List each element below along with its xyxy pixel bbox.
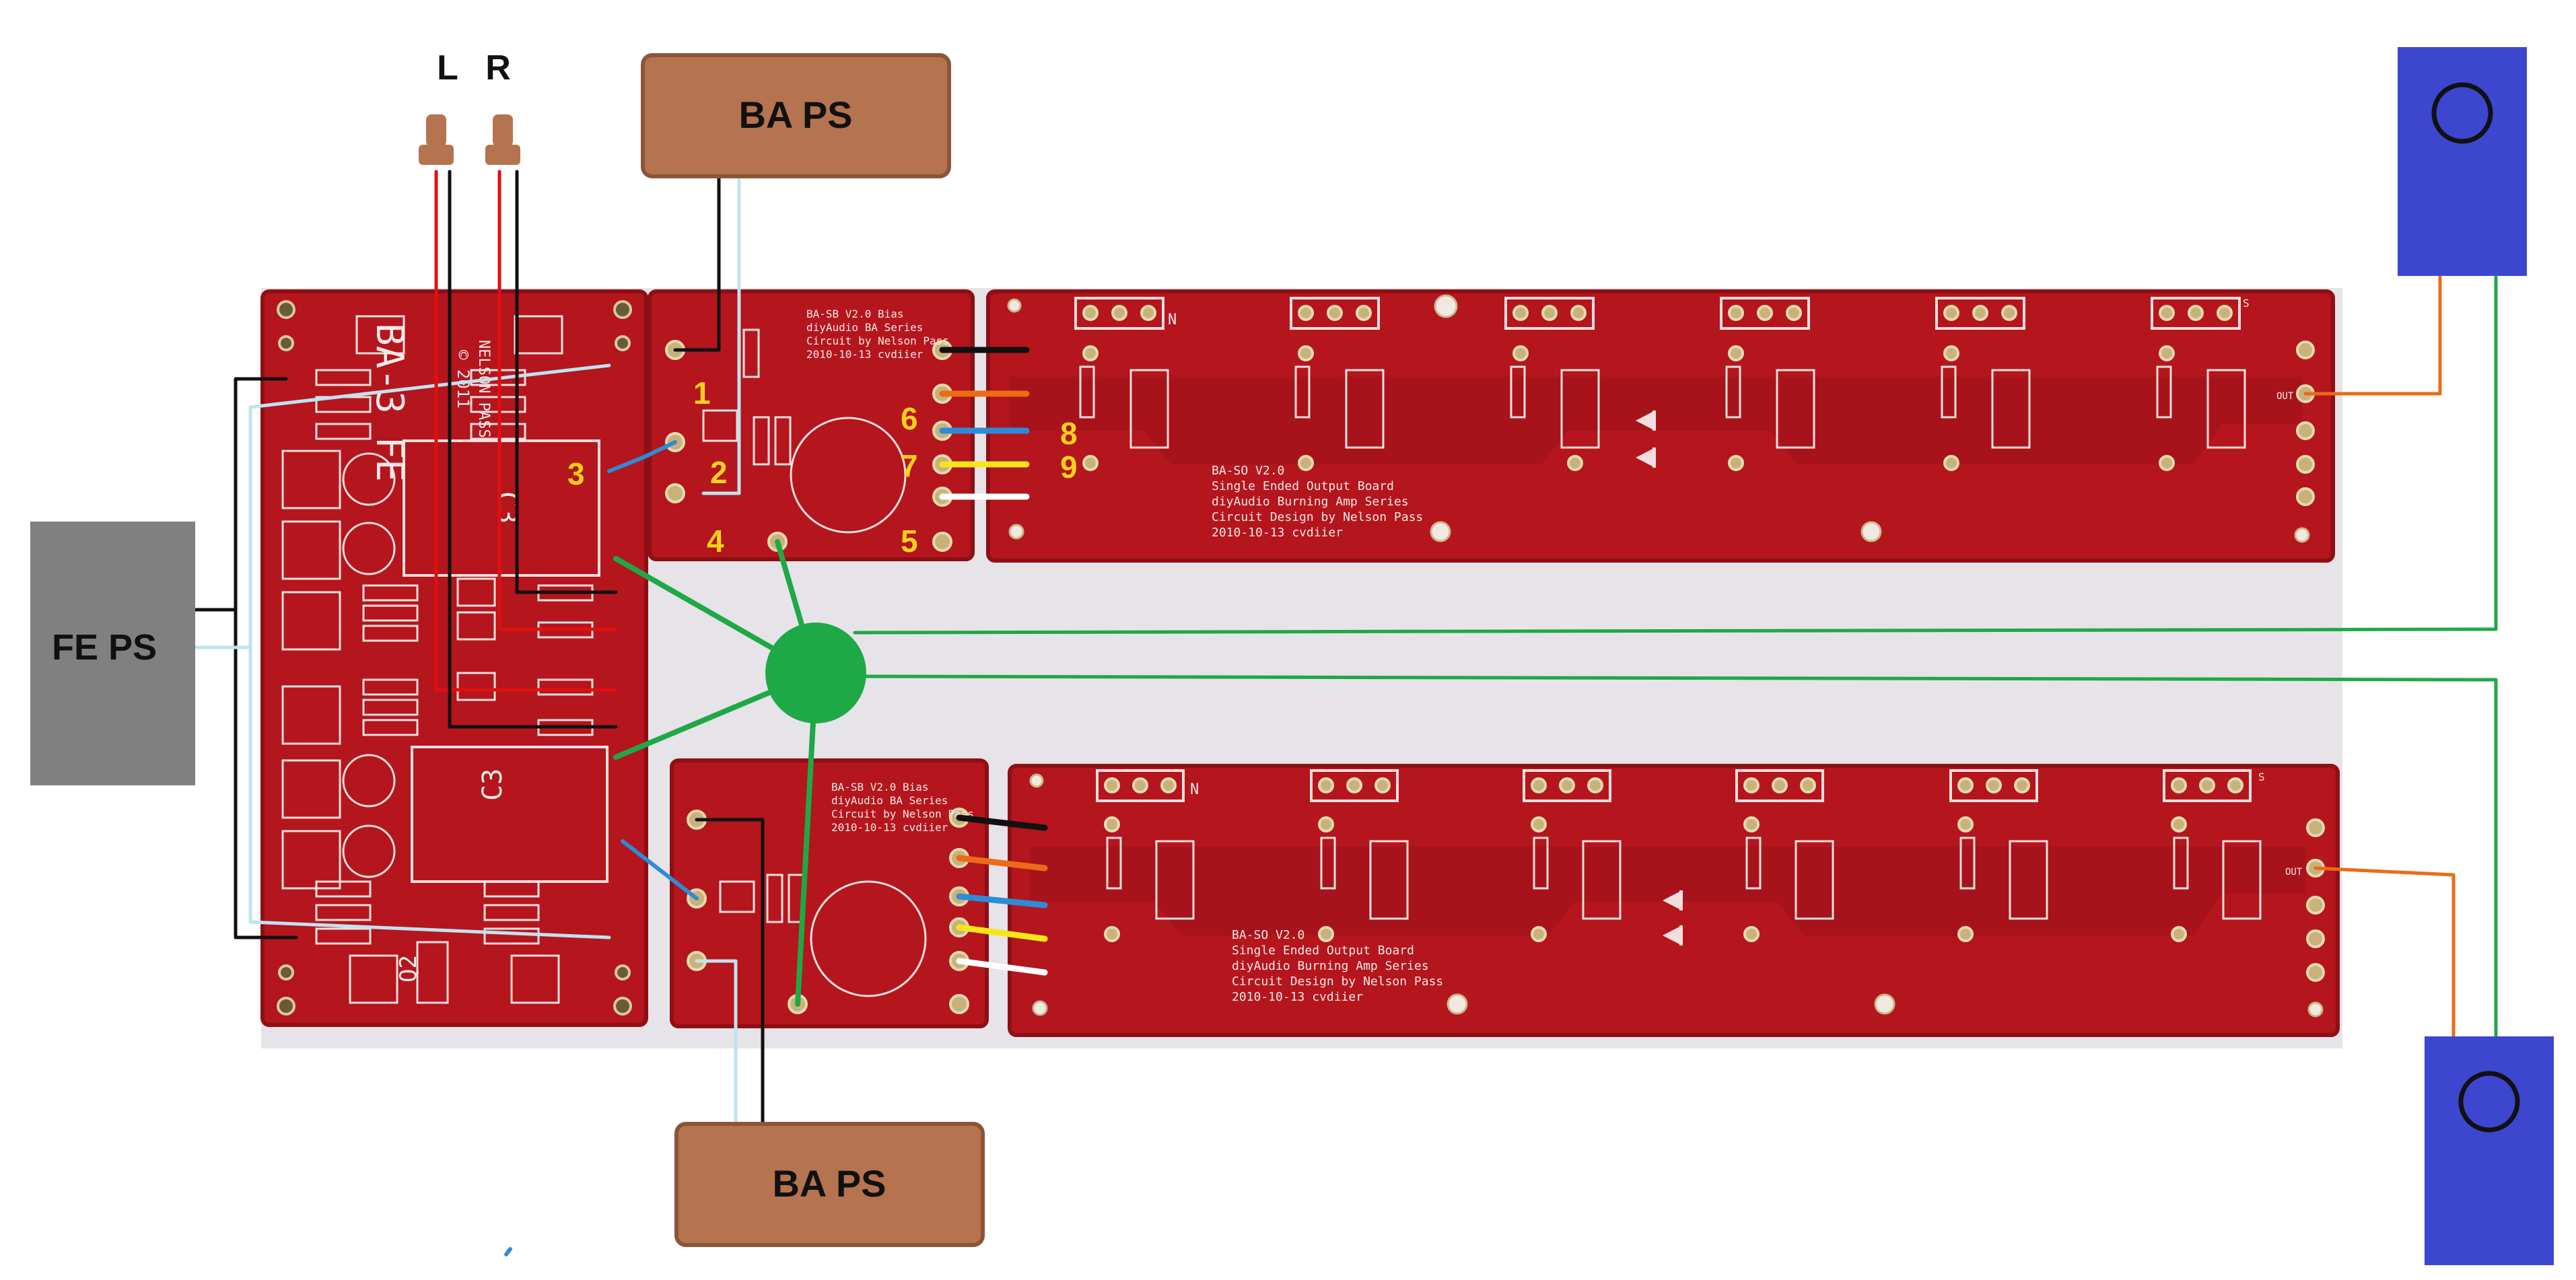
connection-number-5: 5 (901, 524, 918, 559)
connection-number-4: 4 (707, 524, 724, 559)
ba-ps-bottom-label: BA PS (772, 1162, 886, 1205)
fe-board-name: BA-3 FE (368, 323, 411, 482)
stray-mark (504, 1247, 512, 1256)
fe-ps-lightblue-wire (193, 363, 611, 939)
ba-ps-top-black-wire (673, 170, 721, 352)
connection-number-9: 9 (1060, 450, 1078, 485)
fe-ps-box: FE PS (30, 522, 195, 785)
ba-ps-top-box: BA PS (641, 53, 951, 178)
out-top-pad-out: OUT (2276, 391, 2294, 402)
ba-ps-bottom-lightblue-wire (695, 959, 738, 1127)
out-bottom-pad-out: OUT (2285, 867, 2303, 878)
bias-board-bottom: BA-SB V2.0 Bias diyAudio BA Series Circu… (670, 758, 989, 1028)
out-top-line-5: 2010-10-13 cvdiier (1212, 526, 1343, 540)
bias-top-line-4: 2010-10-13 cvdiier (806, 348, 924, 361)
connection-number-1: 1 (693, 376, 711, 411)
connection-number-3: 3 (567, 456, 585, 491)
input-label-right: R (485, 48, 511, 87)
out-top-s-label: S (2243, 297, 2250, 310)
out-bottom-line-5: 2010-10-13 cvdiier (1232, 990, 1363, 1004)
out-bottom-line-3: diyAudio Burning Amp Series (1232, 959, 1429, 973)
r-black-wire (515, 170, 618, 594)
output-board-bottom: BA-SO V2.0 Single Ended Output Board diy… (1008, 764, 2340, 1037)
bias-out-bottom-white (956, 958, 1048, 976)
connection-number-8: 8 (1060, 416, 1078, 451)
speaker-top-driver-icon (2431, 82, 2493, 144)
ground-to-speaker-bottom (853, 674, 2498, 1038)
out-top-line-4: Circuit Design by Nelson Pass (1212, 510, 1423, 524)
star-ground-node (765, 623, 866, 723)
speaker-top-orange-wire (2303, 275, 2442, 396)
ba-ps-bottom-box: BA PS (674, 1122, 985, 1247)
rca-jack-left (419, 114, 454, 165)
fe-to-bias-top-blue-wire (607, 440, 677, 473)
bias-out-bottom-orange (956, 855, 1048, 872)
ba-ps-top-label: BA PS (738, 94, 852, 136)
out-bottom-s-label: S (2258, 771, 2265, 783)
out-top-line-1: BA-SO V2.0 (1212, 464, 1284, 478)
bias-bottom-line-3: Circuit by Nelson Pass (831, 808, 974, 820)
bias-bottom-line-1: BA-SB V2.0 Bias (831, 781, 929, 793)
speaker-bottom (2425, 1036, 2554, 1265)
out-bottom-line-2: Single Ended Output Board (1232, 944, 1414, 958)
bias-board-top: BA-SB V2.0 Bias diyAudio BA Series Circu… (648, 289, 975, 561)
out-top-n-label: N (1168, 312, 1177, 328)
bias-top-line-2: diyAudio BA Series (806, 321, 923, 334)
fe-component-c3-bottom: C3 (477, 769, 508, 801)
bias-bottom-line-2: diyAudio BA Series (831, 794, 948, 807)
out-top-line-3: diyAudio Burning Amp Series (1212, 495, 1409, 509)
out-bottom-line-4: Circuit Design by Nelson Pass (1232, 974, 1443, 989)
bias-bottom-line-4: 2010-10-13 cvdiier (831, 821, 948, 834)
out-bottom-n-label: N (1190, 781, 1199, 798)
connection-number-6: 6 (901, 401, 918, 436)
ba-ps-top-lightblue-wire (701, 170, 741, 495)
ground-to-speaker-top (853, 275, 2498, 635)
bias-out-bottom-black (956, 814, 1048, 831)
ground-to-bias-bottom (795, 670, 819, 1007)
fe-board-copyright: © 2011 (454, 350, 473, 408)
rca-jack-right (485, 114, 520, 165)
front-end-board: BA-3 FE © 2011 NELSON PASS C3 C3 Q2 (260, 289, 648, 1027)
out-top-line-2: Single Ended Output Board (1212, 479, 1394, 493)
connection-number-2: 2 (710, 455, 728, 490)
connection-number-7: 7 (901, 448, 918, 483)
wires (193, 170, 2498, 1127)
speaker-bottom-orange-wire (2313, 866, 2456, 1038)
ba-ps-bottom-black-wire (695, 818, 765, 1127)
fe-component-r13: Q2 (395, 955, 422, 983)
speaker-bottom-driver-icon (2458, 1071, 2520, 1133)
fe-to-bias-bottom-blue-wire (621, 839, 699, 900)
r-red-wire (497, 170, 618, 631)
fe-board-designer: NELSON PASS (475, 340, 492, 438)
l-red-wire (434, 170, 618, 692)
output-board-top: BA-SO V2.0 Single Ended Output Board diy… (986, 289, 2335, 563)
fe-ps-black-wire (193, 377, 298, 939)
speaker-top (2398, 47, 2527, 276)
bias-top-line-1: BA-SB V2.0 Bias (806, 308, 904, 320)
bias-out-bottom-blue (956, 893, 1048, 909)
fe-ps-label: FE PS (52, 627, 157, 668)
l-black-wire (448, 170, 618, 729)
out-bottom-line-1: BA-SO V2.0 (1232, 928, 1304, 942)
bias-out-bottom-yellow (956, 924, 1048, 942)
bias-top-line-3: Circuit by Nelson Pass (806, 334, 949, 347)
input-label-left: L (437, 48, 458, 87)
